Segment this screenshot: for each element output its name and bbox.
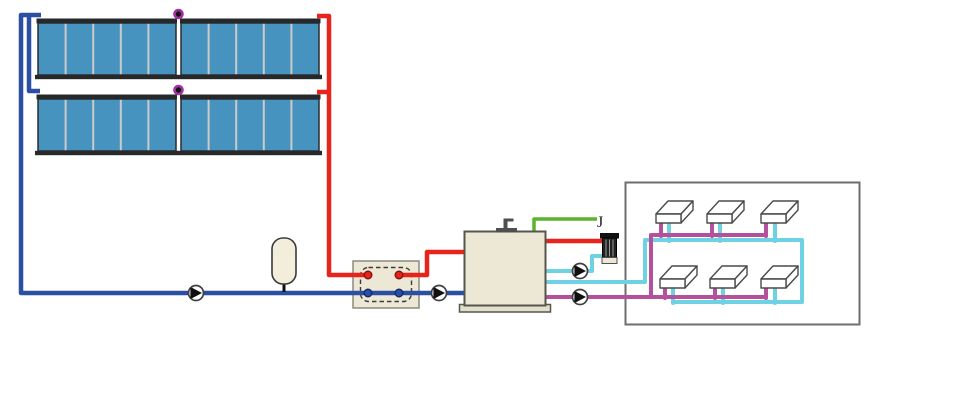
vessel-body bbox=[271, 237, 297, 285]
fan-coil-unit bbox=[709, 265, 748, 289]
exchanger-to-tank-pipe bbox=[399, 249, 466, 278]
pumps bbox=[187, 262, 589, 306]
fan-coil-unit bbox=[655, 200, 694, 224]
fan-coil-return-main-pipe bbox=[546, 238, 804, 304]
panel-dividers bbox=[64, 23, 293, 75]
hot-port bbox=[394, 270, 404, 280]
heater-cap bbox=[600, 233, 619, 239]
expansion-vessel bbox=[271, 237, 297, 292]
collector-panel-group bbox=[180, 98, 320, 152]
heat-exchanger-coil bbox=[359, 266, 413, 303]
air-vent-icon bbox=[173, 84, 184, 96]
collector-panel-group bbox=[37, 22, 177, 76]
hot-supply-pipes bbox=[317, 13, 604, 278]
air-vent-icon bbox=[173, 8, 184, 20]
fan-coil-units bbox=[655, 200, 799, 289]
tank-body bbox=[463, 230, 547, 307]
heat-exchanger bbox=[352, 260, 420, 309]
tank-to-heater-return-pipe bbox=[546, 254, 603, 273]
pump-icon bbox=[571, 262, 589, 280]
hot-port bbox=[363, 270, 373, 280]
fan-coil-supply-upper-manifold bbox=[649, 233, 768, 296]
solar-collector-row-2 bbox=[35, 84, 322, 156]
tank-vent-cap bbox=[496, 218, 517, 233]
collector-panel-group bbox=[180, 22, 320, 76]
collector-rails bbox=[35, 94, 322, 156]
fan-coil-unit bbox=[760, 200, 799, 224]
sensor-label: J bbox=[597, 214, 603, 231]
collector-panel-group bbox=[37, 98, 177, 152]
collector-rails bbox=[35, 18, 322, 80]
sensor-line bbox=[532, 217, 597, 233]
storage-tank bbox=[458, 218, 552, 313]
cold-port bbox=[363, 288, 373, 298]
solar-collector-row-1 bbox=[35, 8, 322, 80]
fan-coil-unit bbox=[659, 265, 698, 289]
pump-icon bbox=[430, 284, 448, 302]
heat-exchanger-ports bbox=[363, 270, 404, 298]
heater-base bbox=[601, 257, 618, 264]
heater-ribs bbox=[605, 239, 614, 257]
cold-port bbox=[394, 288, 404, 298]
auxiliary-heater bbox=[600, 233, 619, 264]
fan-coil-unit bbox=[760, 265, 799, 289]
pump-icon bbox=[571, 288, 589, 306]
collector-return-branch-pipe bbox=[26, 15, 40, 94]
panel-dividers bbox=[64, 99, 293, 151]
collector-supply-main-pipe bbox=[317, 13, 364, 278]
cold-return-pipes bbox=[18, 12, 465, 296]
pump-icon bbox=[187, 284, 205, 302]
fan-coil-unit bbox=[706, 200, 745, 224]
